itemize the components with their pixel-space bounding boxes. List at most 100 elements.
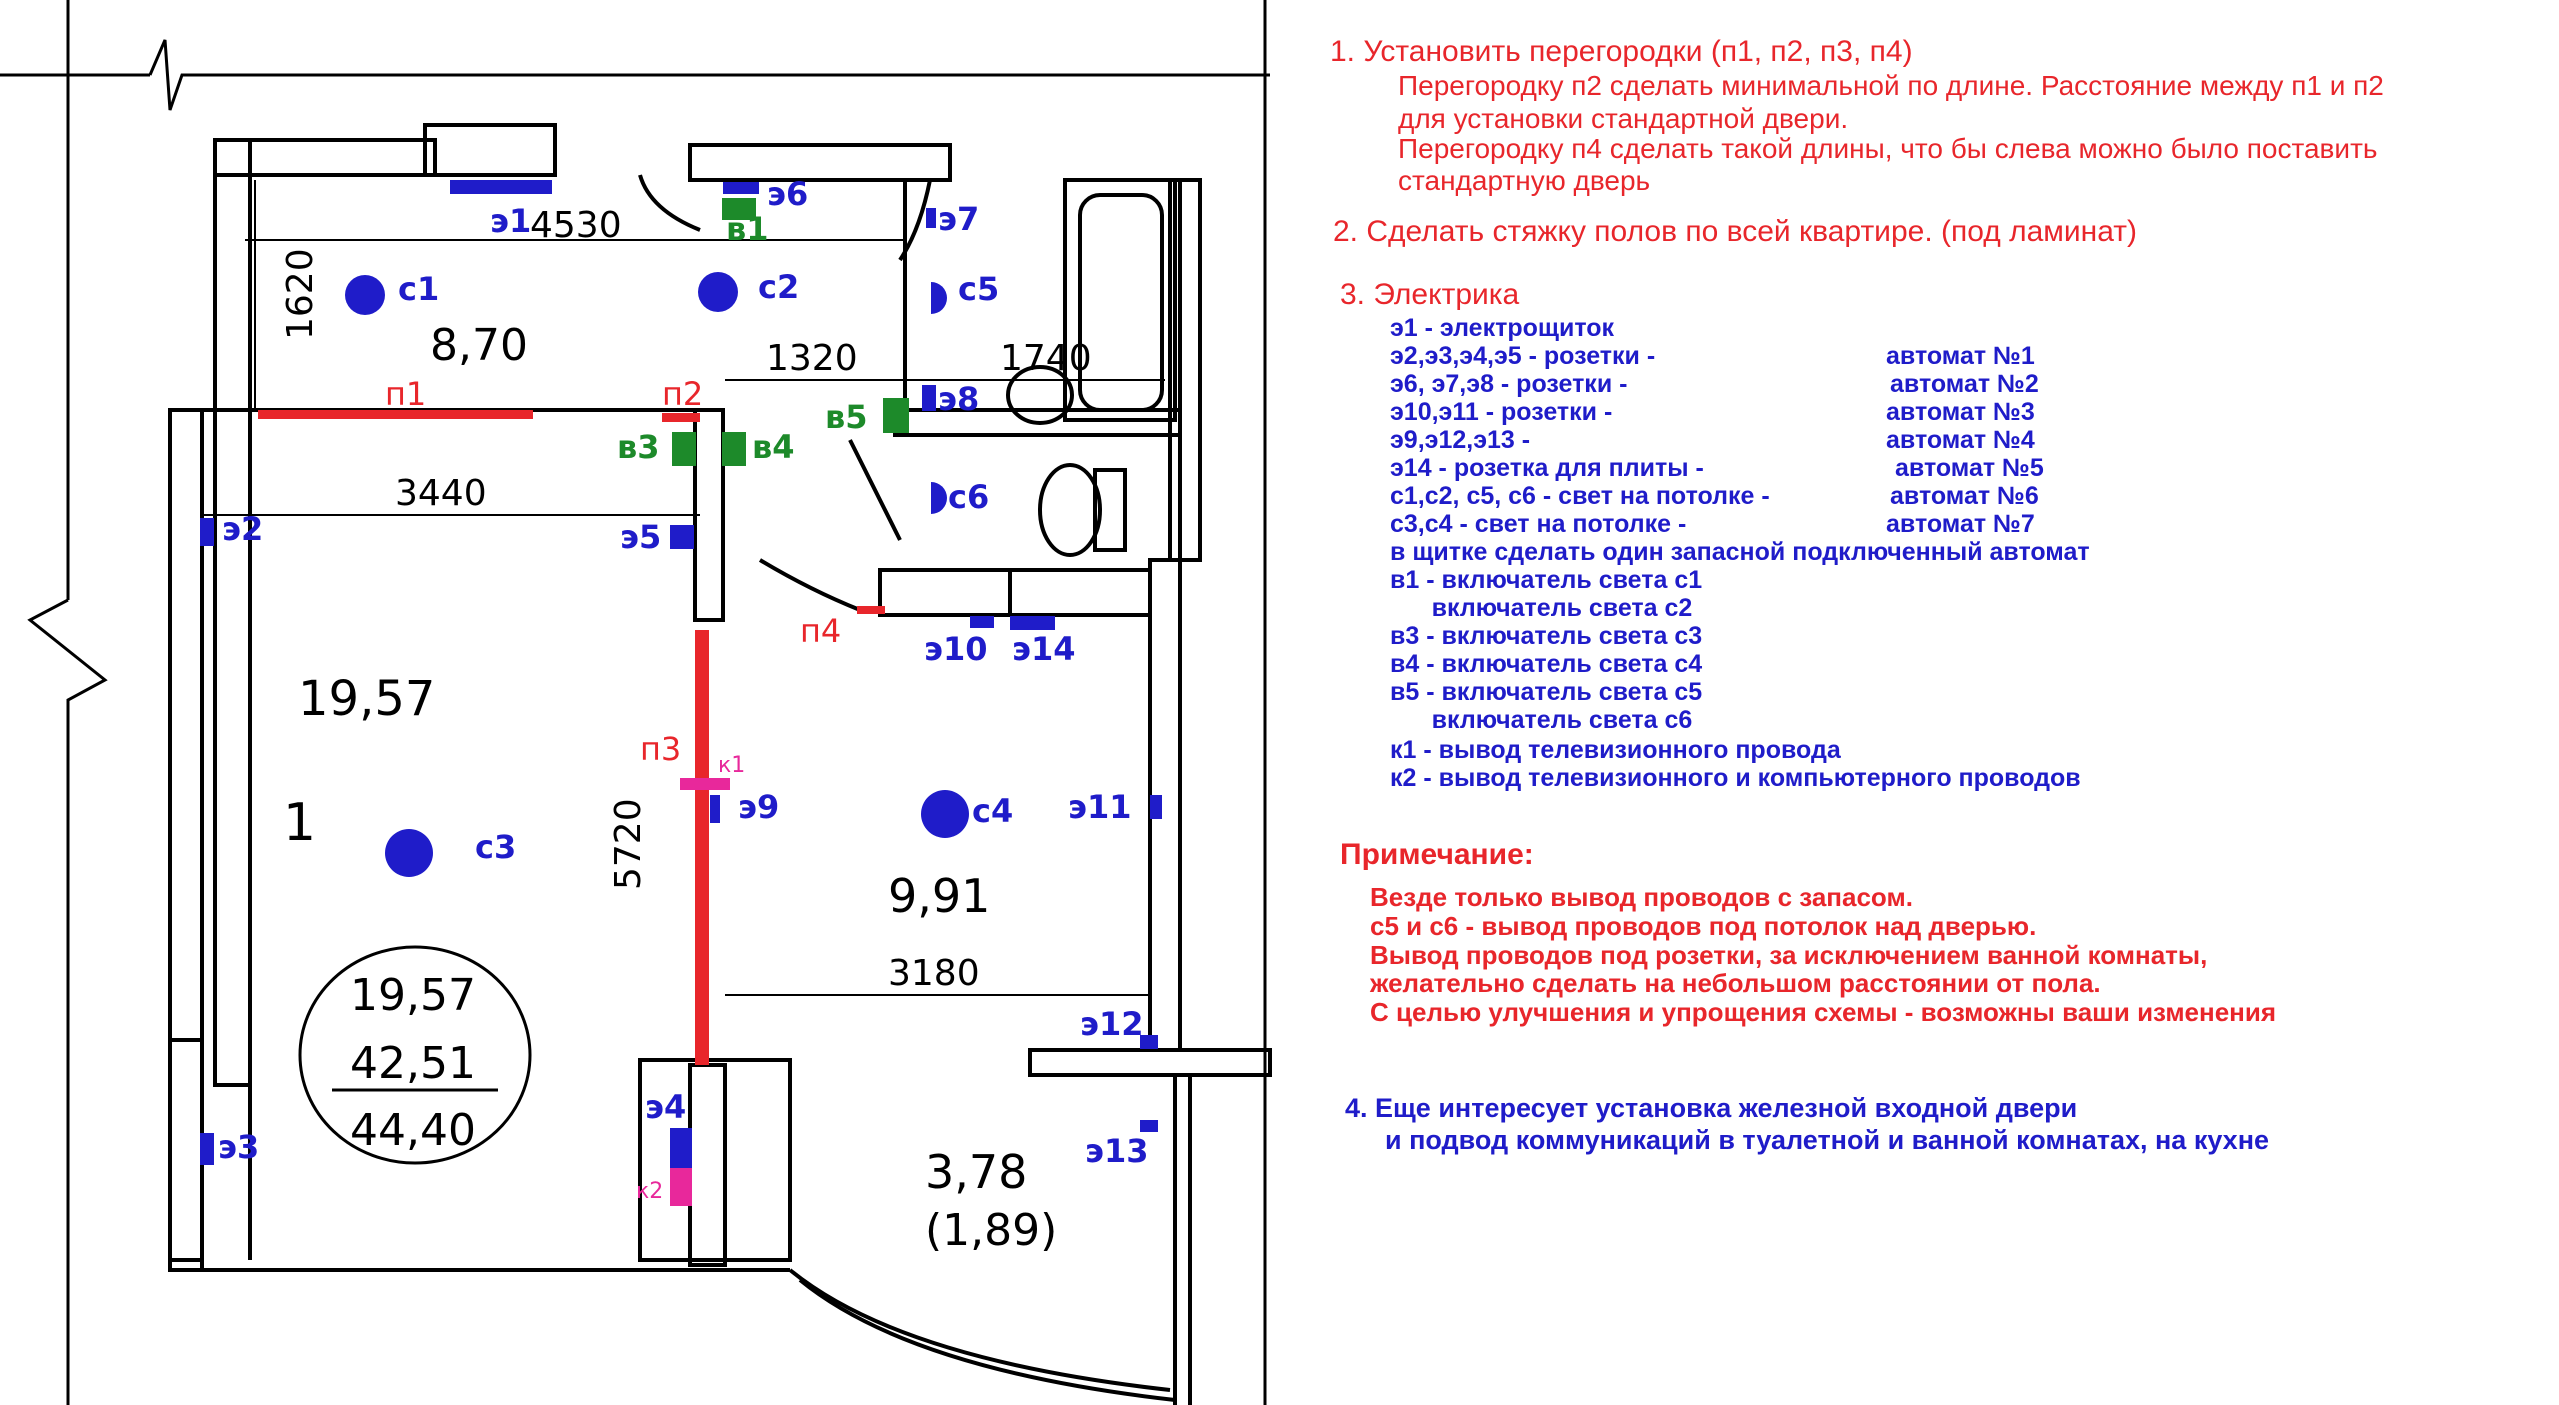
- item4-line1: 4. Еще интересует установка железной вхо…: [1345, 1093, 2078, 1123]
- tv-k1: [680, 778, 730, 790]
- label-e4: э4: [645, 1088, 686, 1126]
- label-e10: э10: [924, 630, 988, 668]
- socket-e9: [710, 795, 720, 823]
- dim-1740: 1740: [1000, 338, 1092, 379]
- label-e9: э9: [738, 788, 779, 826]
- label-v4: в4: [752, 428, 795, 466]
- switch-v1: [722, 198, 756, 220]
- light-c2: [698, 272, 738, 312]
- electric-breaker-6: автомат №5: [1895, 454, 2044, 482]
- socket-e12: [1140, 1035, 1158, 1049]
- area-room-big: 19,57: [298, 671, 435, 727]
- socket-e11: [1150, 795, 1162, 819]
- item1-line4: стандартную дверь: [1398, 165, 1651, 196]
- remark-line-1: Везде только вывод проводов с запасом.: [1370, 882, 1913, 912]
- socket-e14: [1010, 616, 1055, 630]
- tv-k2: [670, 1168, 692, 1206]
- light-c1: [345, 275, 385, 315]
- remark-line-5: С целью улучшения и упрощения схемы - во…: [1370, 997, 2277, 1027]
- electric-line-3: э6, э7,э8 - розетки -: [1390, 370, 1628, 398]
- label-k2: к2: [636, 1179, 663, 1204]
- partition-p4: [857, 606, 885, 614]
- remark-title: Примечание:: [1340, 838, 1534, 871]
- label-c2: с2: [758, 268, 799, 306]
- remark-line-4: желательно сделать на небольшом расстоян…: [1370, 968, 2101, 998]
- electric-breaker-7: автомат №6: [1890, 482, 2039, 510]
- label-p1: п1: [385, 375, 426, 413]
- label-e3: э3: [218, 1128, 259, 1166]
- label-e7: э7: [938, 200, 979, 238]
- item4-line2: и подвод коммуникаций в туалетной и ванн…: [1385, 1125, 2270, 1155]
- label-v1: в1: [726, 210, 769, 248]
- label-c1: с1: [398, 270, 439, 308]
- electric-line-11: включатель света с2: [1390, 594, 1693, 622]
- label-e14: э14: [1012, 630, 1076, 668]
- item2-title: 2. Сделать стяжку полов по всей квартире…: [1333, 215, 2137, 248]
- label-c4: с4: [972, 792, 1013, 830]
- electric-line-12: в3 - включатель света с3: [1390, 622, 1703, 650]
- socket-e7: [926, 208, 936, 228]
- summary-line-3: 44,40: [350, 1105, 476, 1156]
- lights: [345, 272, 969, 877]
- item1-line1: Перегородку п2 сделать минимальной по дл…: [1398, 70, 2384, 101]
- label-v5: в5: [825, 398, 868, 436]
- electric-line-10: в1 - включатель света с1: [1390, 566, 1703, 594]
- electric-line-5: э9,э12,э13 -: [1390, 426, 1531, 454]
- label-v3: в3: [617, 428, 660, 466]
- area-balcony-half: (1,89): [925, 1205, 1057, 1256]
- electric-line-7: с1,с2, с5, с6 - свет на потолке -: [1390, 482, 1770, 510]
- socket-e2: [200, 518, 214, 546]
- floor-plan: 8,70 19,57 1 9,91 3,78 (1,89) 19,57 42,5…: [0, 0, 1272, 1405]
- electric-line-9: в щитке сделать один запасной подключенн…: [1390, 538, 2090, 566]
- label-e5: э5: [620, 518, 661, 556]
- label-e6: э6: [767, 175, 808, 213]
- label-c6: с6: [948, 478, 989, 516]
- remark-line-3: Вывод проводов под розетки, за исключени…: [1370, 940, 2208, 970]
- area-room2: 9,91: [888, 869, 990, 923]
- label-c3: с3: [475, 828, 516, 866]
- electric-line-6: э14 - розетка для плиты -: [1390, 454, 1704, 482]
- dim-4530: 4530: [530, 205, 622, 246]
- summary-circle: [298, 945, 532, 1165]
- label-e2: э2: [222, 510, 263, 548]
- light-c4: [921, 790, 969, 838]
- label-c5: с5: [958, 270, 999, 308]
- label-e11: э11: [1068, 788, 1132, 826]
- label-k1: к1: [718, 753, 745, 778]
- label-e8: э8: [938, 380, 979, 418]
- dim-1320: 1320: [766, 338, 858, 379]
- electric-breaker-4: автомат №3: [1886, 398, 2035, 426]
- light-c5: [931, 282, 947, 314]
- label-e1: э1: [490, 202, 531, 240]
- light-c3: [385, 829, 433, 877]
- label-e13: э13: [1085, 1132, 1149, 1170]
- socket-e1: [450, 180, 552, 194]
- electric-line-2: э2,э3,э4,э5 - розетки -: [1390, 342, 1656, 370]
- area-balcony: 3,78: [925, 1145, 1027, 1199]
- socket-e10: [970, 616, 994, 628]
- switch-v4: [722, 432, 746, 466]
- label-e12: э12: [1080, 1005, 1144, 1043]
- partition-p2: [662, 413, 700, 422]
- item1-line2: для установки стандартной двери.: [1398, 103, 1849, 134]
- partition-p1: [258, 410, 533, 419]
- walls: [168, 123, 1272, 1405]
- electric-line-16: к1 - вывод телевизионного провода: [1390, 736, 1841, 764]
- dim-3180: 3180: [888, 953, 980, 994]
- partitions: [258, 410, 885, 1065]
- item1-line3: Перегородку п4 сделать такой длины, что …: [1398, 133, 2378, 164]
- room-number: 1: [283, 793, 316, 853]
- switch-v3: [672, 432, 696, 466]
- sockets: [200, 180, 1162, 1168]
- electric-breaker-5: автомат №4: [1886, 426, 2035, 454]
- electric-breaker-2: автомат №1: [1886, 342, 2035, 370]
- electric-breaker-3: автомат №2: [1890, 370, 2039, 398]
- partition-p3: [695, 630, 709, 1065]
- socket-e6: [723, 182, 759, 194]
- remark-line-2: с5 и с6 - вывод проводов под потолок над…: [1370, 911, 2037, 941]
- item3-title: 3. Электрика: [1340, 278, 1520, 311]
- switches: [672, 198, 909, 466]
- area-room1: 8,70: [430, 320, 528, 371]
- label-p3: п3: [640, 730, 681, 768]
- socket-e3: [200, 1133, 214, 1165]
